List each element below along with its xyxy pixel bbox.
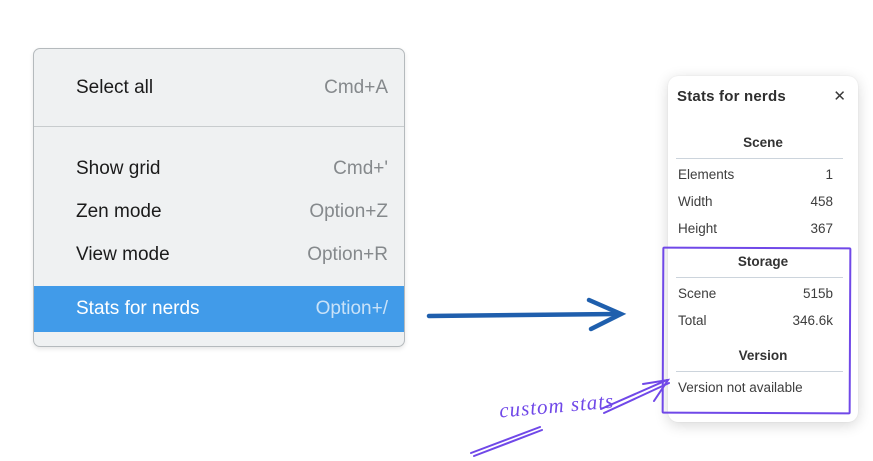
stat-row-elements: Elements 1 [668, 161, 858, 188]
stats-panel-title: Stats for nerds [677, 88, 786, 105]
stat-value: 367 [810, 221, 833, 236]
arrow-menu-to-panel [426, 297, 627, 332]
menu-item-stats-for-nerds[interactable]: Stats for nerds Option+/ [34, 286, 404, 332]
menu-item-shortcut: Cmd+A [324, 76, 388, 98]
stat-label: Elements [678, 167, 735, 182]
annotation-label: custom stats [498, 388, 616, 423]
stat-row-height: Height 367 [668, 215, 858, 242]
divider [676, 277, 843, 278]
menu-item-label: View mode [76, 243, 170, 265]
section-header-scene: Scene [743, 135, 783, 150]
stat-row-total-size: Total 346.6k [668, 307, 858, 334]
stat-row-scene-size: Scene 515b [668, 280, 858, 307]
stat-row-width: Width 458 [668, 188, 858, 215]
menu-separator [34, 126, 404, 127]
menu-item-shortcut: Option+/ [315, 298, 388, 319]
section-header-storage: Storage [737, 254, 789, 269]
menu-item-zen-mode[interactable]: Zen mode Option+Z [34, 190, 404, 233]
stats-panel: Stats for nerds ✕ Scene Elements 1 Width… [668, 76, 858, 422]
stat-label: Width [678, 194, 713, 209]
context-menu: Select all Cmd+A Show grid Cmd+' Zen mod… [33, 48, 405, 347]
stats-panel-header: Stats for nerds ✕ [668, 88, 858, 105]
menu-item-shortcut: Option+R [307, 243, 388, 265]
stat-label: Total [678, 313, 707, 328]
close-icon[interactable]: ✕ [833, 88, 846, 105]
version-note: Version not available [678, 380, 803, 395]
menu-item-label: Stats for nerds [76, 298, 200, 319]
stat-label: Height [678, 221, 718, 236]
stat-value: 1 [825, 167, 833, 182]
menu-item-select-all[interactable]: Select all Cmd+A [34, 49, 404, 126]
menu-item-view-mode[interactable]: View mode Option+R [34, 233, 404, 276]
divider [676, 158, 843, 159]
section-header-version: Version [738, 348, 788, 363]
menu-item-label: Zen mode [76, 200, 162, 222]
menu-item-label: Show grid [76, 157, 161, 179]
stat-label: Scene [678, 286, 717, 301]
menu-item-shortcut: Cmd+' [333, 157, 388, 179]
divider [676, 371, 843, 372]
stat-value: 515b [802, 286, 833, 301]
menu-item-shortcut: Option+Z [309, 200, 388, 222]
stat-value: 458 [810, 194, 833, 209]
menu-item-show-grid[interactable]: Show grid Cmd+' [34, 147, 404, 190]
menu-gap [34, 276, 404, 286]
stat-value: 346.6k [792, 313, 833, 328]
menu-group: Show grid Cmd+' Zen mode Option+Z View m… [34, 127, 404, 332]
menu-item-label: Select all [76, 76, 154, 98]
